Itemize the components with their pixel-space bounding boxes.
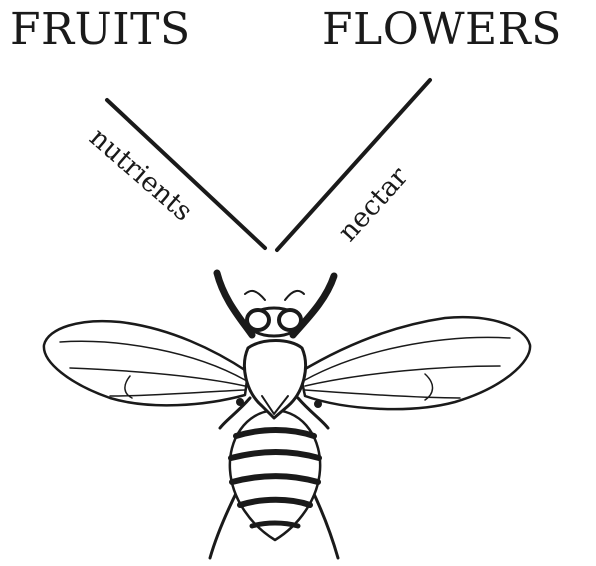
fly-eye-left [247,310,269,330]
fly-spiracle-right [314,400,322,408]
fly-wing-right [300,317,530,409]
fly-eye-right [279,310,301,330]
fly-thorax [244,341,305,419]
fly-spiracle-left [236,398,244,406]
fly-antenna-left [245,291,265,300]
fly-icon [44,273,530,558]
fly-antenna-right [285,291,304,300]
fly-wing-left [44,321,248,405]
edge-label-nutrients: nutrients [83,122,198,228]
